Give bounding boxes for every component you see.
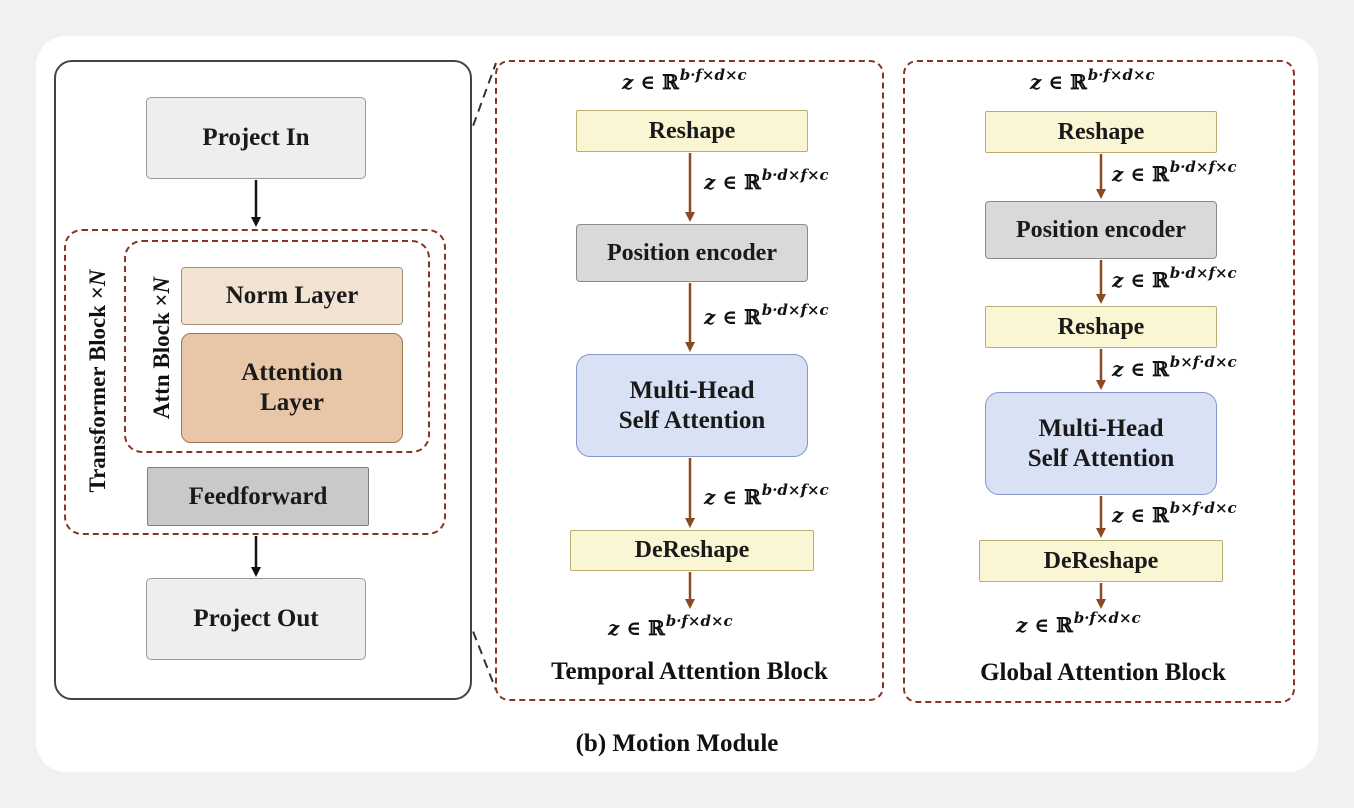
temporal-shape-2: z ∈ ℝb·d×f×c: [704, 301, 829, 329]
project-in-box: Project In: [146, 97, 366, 179]
temporal-shape-3: z ∈ ℝb·d×f×c: [704, 481, 829, 509]
global-mhsa-box: Multi-Head Self Attention: [985, 392, 1217, 495]
attention-layer-label-line2: Layer: [260, 389, 324, 416]
project-in-label: Project In: [202, 124, 310, 151]
attention-layer-label-line1: Attention: [241, 359, 343, 386]
global-shape-3: z ∈ ℝb×f·d×c: [1112, 353, 1237, 381]
figure-caption: (b) Motion Module: [575, 730, 779, 757]
attention-layer-box: Attention Layer: [181, 333, 403, 443]
global-shape-0: z ∈ ℝb·f×d×c: [1030, 66, 1155, 94]
temporal-shape-0: z ∈ ℝb·f×d×c: [622, 66, 747, 94]
attn-block-frame: [124, 240, 430, 453]
global-shape-5: z ∈ ℝb·f×d×c: [1016, 609, 1141, 637]
temporal-mhsa-box: Multi-Head Self Attention: [576, 354, 808, 457]
global-reshape2-box: Reshape: [985, 306, 1217, 348]
global-shape-1: z ∈ ℝb·d×f×c: [1112, 158, 1237, 186]
global-position-encoder-box: Position encoder: [985, 201, 1217, 259]
temporal-block-caption: Temporal Attention Block: [551, 658, 828, 685]
feedforward-box: Feedforward: [147, 467, 369, 526]
temporal-block-frame: [495, 60, 884, 701]
temporal-dereshape-box: DeReshape: [570, 530, 814, 571]
global-block-caption: Global Attention Block: [980, 659, 1226, 686]
global-block-frame: [903, 60, 1295, 703]
global-reshape1-box: Reshape: [985, 111, 1217, 153]
global-shape-4: z ∈ ℝb×f·d×c: [1112, 499, 1237, 527]
temporal-shape-4: z ∈ ℝb·f×d×c: [608, 612, 733, 640]
global-shape-2: z ∈ ℝb·d×f×c: [1112, 264, 1237, 292]
temporal-reshape-box: Reshape: [576, 110, 808, 152]
norm-layer-box: Norm Layer: [181, 267, 403, 325]
feedforward-label: Feedforward: [188, 482, 328, 510]
temporal-shape-1: z ∈ ℝb·d×f×c: [704, 166, 829, 194]
global-dereshape-box: DeReshape: [979, 540, 1223, 582]
project-out-label: Project Out: [193, 605, 319, 632]
temporal-position-encoder-box: Position encoder: [576, 224, 808, 282]
transformer-block-frame: [64, 229, 446, 535]
norm-layer-label: Norm Layer: [225, 282, 359, 309]
project-out-box: Project Out: [146, 578, 366, 660]
